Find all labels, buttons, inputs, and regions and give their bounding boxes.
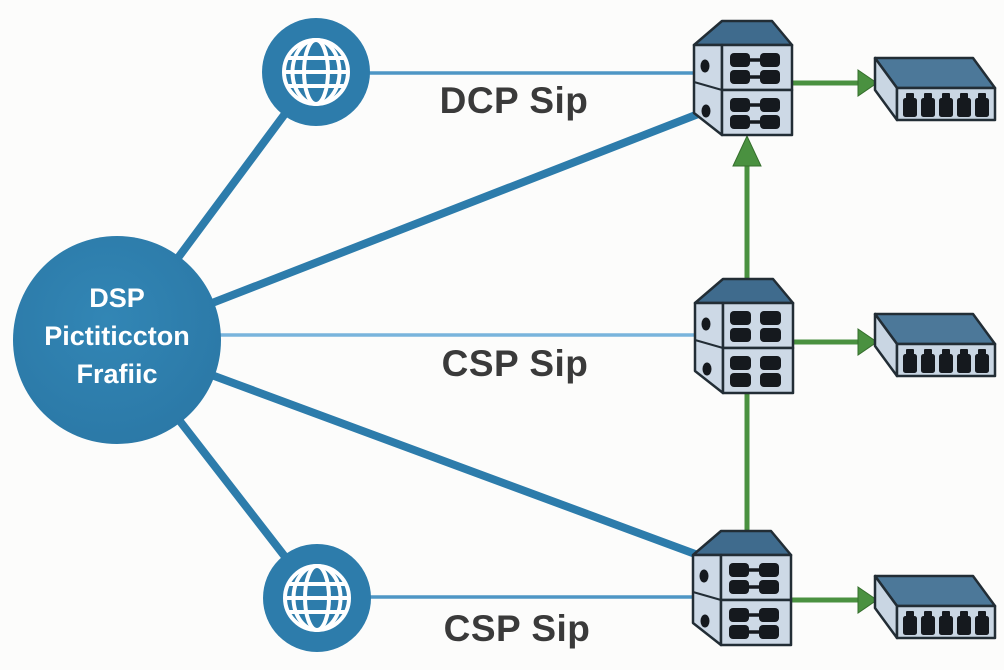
- source-node-label-line2: Pictiticcton: [44, 321, 190, 351]
- edge-switch-icon-bottom: [873, 574, 997, 640]
- source-node: DSP Pictiticcton Frafiic: [13, 236, 221, 444]
- arrow-icon-top-head: [857, 69, 878, 97]
- arrow-icon-vertical-head: [732, 134, 762, 167]
- arrow-icon-middle-head: [857, 328, 878, 356]
- link-label-bottom: CSP Sip: [444, 608, 591, 649]
- globe-icon-top: [262, 18, 370, 126]
- globe-icon-bottom: [263, 544, 371, 652]
- link-label-top: DCP Sip: [440, 80, 589, 121]
- source-node-label-line1: DSP: [89, 283, 145, 313]
- edge-switch-icon-middle: [873, 312, 997, 378]
- source-node-circle: [13, 236, 221, 444]
- flow-arrows: [732, 69, 878, 614]
- stacked-switch-icon-bottom: [691, 529, 793, 647]
- arrow-icon-bottom-head: [857, 586, 878, 614]
- edge-switch-icon-top: [873, 56, 997, 122]
- link-label-middle: CSP Sip: [442, 343, 589, 384]
- link-source-to-bottom-switch: [113, 336, 710, 562]
- stacked-switch-icon-top: [692, 19, 794, 137]
- link-source-to-top-switch: [113, 107, 710, 344]
- source-node-label-line3: Frafiic: [76, 359, 157, 389]
- stacked-switch-icon-middle: [693, 277, 795, 395]
